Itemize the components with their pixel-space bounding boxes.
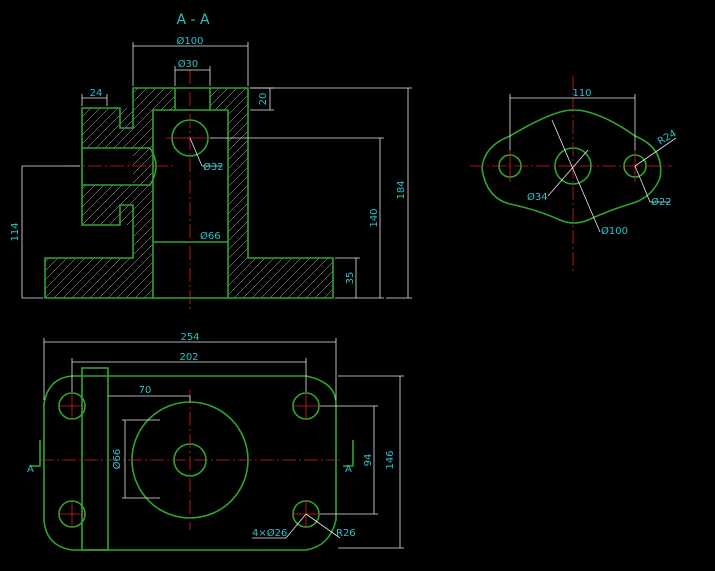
front-section-view: Ø100 Ø30 24 20 Ø32 Ø66 114 140 xyxy=(10,35,412,312)
section-mark-right xyxy=(343,440,354,467)
main-bore-outline xyxy=(152,88,229,298)
dim-flange-span: 110 xyxy=(572,88,591,99)
dim-top-height: 20 xyxy=(258,93,269,106)
right-flange-view: 110 R24 Ø22 Ø34 Ø100 xyxy=(470,76,679,272)
dim-boss-dia: Ø66 xyxy=(111,449,123,470)
section-title: A - A xyxy=(176,12,210,28)
dim-top-bore: Ø30 xyxy=(178,58,199,70)
dim-hole-span: 202 xyxy=(179,352,198,363)
dim-bore-axis-height: 140 xyxy=(369,208,380,227)
base-outline xyxy=(43,375,337,551)
dim-center-hole: Ø34 xyxy=(527,191,548,203)
dim-end-hole: Ø22 xyxy=(651,196,672,208)
side-boss-hole xyxy=(82,147,157,186)
dim-main-bore: Ø66 xyxy=(200,230,221,242)
dim-top-flange: Ø100 xyxy=(177,35,204,47)
dim-total-width: 146 xyxy=(385,450,396,469)
dim-total-height: 184 xyxy=(396,180,407,199)
section-label-left: A xyxy=(27,464,34,475)
dim-corner-radius: R26 xyxy=(336,528,356,539)
front-outline xyxy=(44,87,334,299)
dim-holes: 4×Ø26 xyxy=(252,527,287,539)
section-mark-left xyxy=(30,440,41,467)
flange-outline xyxy=(481,109,662,224)
dim-left-height: 114 xyxy=(10,222,21,241)
side-boss-rect xyxy=(81,367,109,551)
dim-end-radius: R24 xyxy=(656,128,679,147)
dim-left-width: 24 xyxy=(90,88,103,99)
dim-flange-outer: Ø100 xyxy=(601,225,628,237)
dim-offset: 70 xyxy=(139,385,152,396)
dim-base-height: 35 xyxy=(345,272,356,285)
dim-total-length: 254 xyxy=(180,332,199,343)
section-label-right: A xyxy=(345,464,352,475)
top-view: 254 202 70 Ø66 94 146 4×Ø26 R26 A xyxy=(27,332,404,551)
dim-hole-pitch: 94 xyxy=(363,454,374,467)
dim-side-hole: Ø32 xyxy=(203,161,224,173)
